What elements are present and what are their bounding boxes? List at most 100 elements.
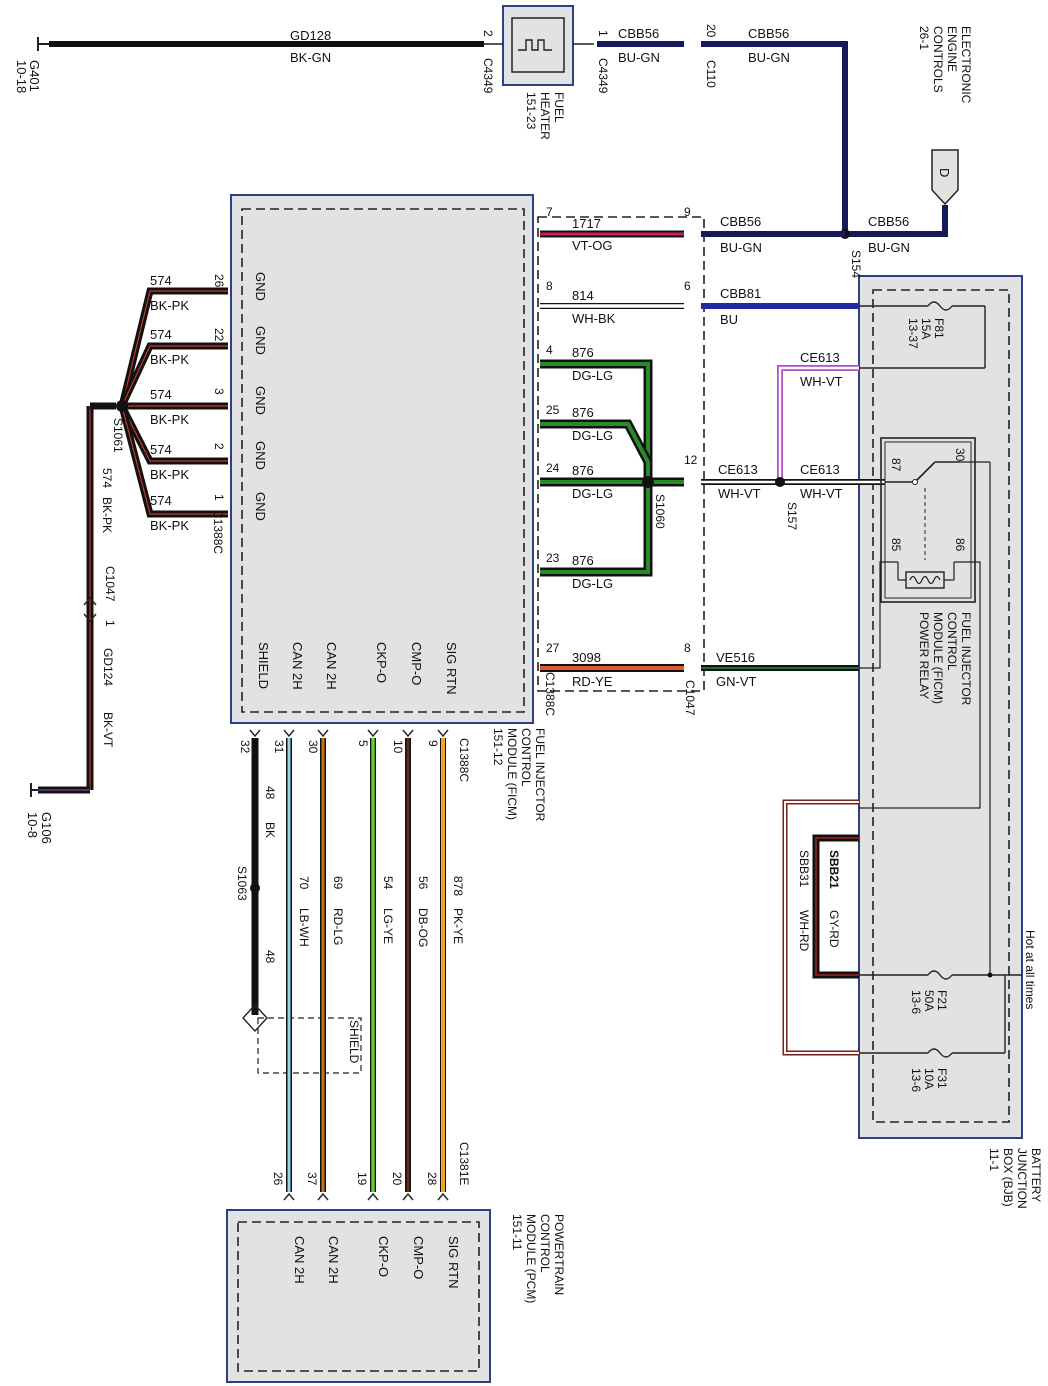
pin-label: 32 <box>238 740 252 754</box>
pcm-pin-function: CAN 2H <box>326 1236 341 1284</box>
ficm-pin-function: SIG RTN <box>444 642 459 695</box>
wire-876-color-label: DG-LG <box>572 368 613 383</box>
wire-574-tracer <box>121 405 228 462</box>
wire-876-pin25-color <box>540 422 650 463</box>
wire-876-color-label: DG-LG <box>572 486 613 501</box>
wire-3098-color-label: RD-YE <box>572 674 613 689</box>
wire-48-label: 48 <box>263 786 277 800</box>
splice-s157-label: S157 <box>785 502 799 530</box>
ficm-pin-function: CMP-O <box>409 642 424 685</box>
eec-label: ENGINE <box>945 26 959 72</box>
pin-label: 8 <box>546 279 553 293</box>
pcm-inner-boundary <box>237 1221 480 1372</box>
wire-574-color-label: BK-PK <box>100 497 114 533</box>
wire-cbb81-label: CBB81 <box>720 286 761 301</box>
splice-s1063-label: S1063 <box>235 866 249 901</box>
relay-coil-icon <box>909 575 941 585</box>
wire-1717-color-label: VT-OG <box>572 238 612 253</box>
wire-sbb31-color-label: WH-RD <box>797 910 811 952</box>
wire-876-pin4-color <box>540 362 650 482</box>
connector-arrow-icon <box>437 729 449 738</box>
wire-48-label: 48 <box>263 950 277 964</box>
fuse-f21-ref: 13-6 <box>909 990 923 1014</box>
eec-label: CONTROLS <box>931 26 945 93</box>
wire-878-color-label: PK-YE <box>451 908 465 944</box>
wire-cbb81-color-label: BU <box>720 312 738 327</box>
wire-876-pin23-color <box>540 482 650 574</box>
wire-574-tracer <box>121 290 228 407</box>
wire-574-label: 574 <box>150 273 172 288</box>
pin-label: 19 <box>355 1172 369 1186</box>
pin-label: 24 <box>546 461 560 475</box>
wire-56-label: 56 <box>416 876 430 890</box>
relay-86-feed <box>859 561 981 809</box>
pcm-pin-function: CKP-O <box>376 1236 391 1277</box>
relay-name: MODULE (FICM) <box>931 612 945 704</box>
connector-arrow-icon <box>283 729 295 738</box>
pcm-ref: 151-11 <box>510 1214 524 1251</box>
connector-arrow-icon <box>437 1192 449 1201</box>
splice-s1060-dot <box>642 476 654 488</box>
shield-enclosure <box>257 1017 362 1074</box>
ficm-ref: 151-12 <box>491 728 505 766</box>
wire-574-color-label: BK-PK <box>150 518 189 533</box>
connector-arrow-icon <box>249 729 261 738</box>
wire-876-color-label: DG-LG <box>572 576 613 591</box>
pcm-name: MODULE (PCM) <box>524 1214 538 1303</box>
wire-878-label: 878 <box>451 876 465 896</box>
ficm-pin-function: CAN 2H <box>290 642 305 690</box>
fuse-f81-amp: 15A <box>919 318 933 339</box>
relay-switch-icon <box>914 461 936 483</box>
wire-gd124-color-label: BK-VT <box>101 712 115 748</box>
pin-label: 26 <box>212 274 226 288</box>
fuse-f31-amp: 10A <box>922 1068 936 1089</box>
fuel-heater-label: HEATER <box>538 92 552 140</box>
relay-name: CONTROL <box>945 612 959 671</box>
connector-arrow-icon <box>317 1192 329 1201</box>
connector-label: C1388C <box>457 738 471 782</box>
wire-574-tracer <box>121 405 228 515</box>
wire-cbb56-color-label: BU-GN <box>618 50 660 65</box>
fuse-f81-ref: 13-37 <box>906 318 920 349</box>
wire-ce613-label: CE613 <box>800 462 840 477</box>
wire-48-color-label: BK <box>263 822 277 838</box>
pin-label: 1 <box>212 494 226 501</box>
wire-sbb21-color-label: GY-RD <box>827 910 841 948</box>
pin-label: 27 <box>546 641 560 655</box>
shield-label: SHIELD <box>347 1020 361 1064</box>
wire-574-label: 574 <box>100 468 114 488</box>
wire-574-color-label: BK-PK <box>150 298 189 313</box>
pin-label: 10 <box>391 740 405 754</box>
pin-label: 9 <box>426 740 440 747</box>
pcm-pin-function: SIG RTN <box>446 1236 461 1289</box>
fuel-heater-element <box>511 17 565 73</box>
pin-label: 30 <box>306 740 320 754</box>
bjb-internals <box>782 301 1022 1058</box>
wire-876-label: 876 <box>572 553 594 568</box>
wire-54-color-label: LG-YE <box>381 908 395 944</box>
fuse-f31-label: F31 <box>935 1068 949 1089</box>
eec-label: ELECTRONIC <box>959 26 973 104</box>
pin-label: 8 <box>684 641 691 655</box>
wire-ve516-label: VE516 <box>716 650 755 665</box>
wire-574-tracer <box>121 345 228 407</box>
splice-s1061-label: S1061 <box>111 418 125 453</box>
pin-label: 12 <box>684 453 698 467</box>
connector-label: C110 <box>704 60 718 88</box>
gnd-label: GND <box>253 441 268 470</box>
wire-cbb56-color-label: BU-GN <box>748 50 790 65</box>
connector-c1047-left-icon <box>83 596 97 623</box>
pcm-name: POWERTRAIN <box>552 1214 566 1295</box>
splice-s154-label: S154 <box>849 250 863 278</box>
pcm-pin-function: CMP-O <box>411 1236 426 1279</box>
f31-fuse-icon <box>927 1048 953 1058</box>
f21-fuse-icon <box>927 970 953 980</box>
wire-814-label: 814 <box>572 288 594 303</box>
connector-label: C1047 <box>103 566 117 602</box>
wire-ce613-color-label: WH-VT <box>718 486 761 501</box>
wire-69-color-label: RD-LG <box>331 908 345 945</box>
pin-label: 26 <box>271 1172 285 1186</box>
pin-label: 31 <box>272 740 286 754</box>
pin-label: 37 <box>305 1172 319 1186</box>
heater-symbol <box>518 39 552 51</box>
